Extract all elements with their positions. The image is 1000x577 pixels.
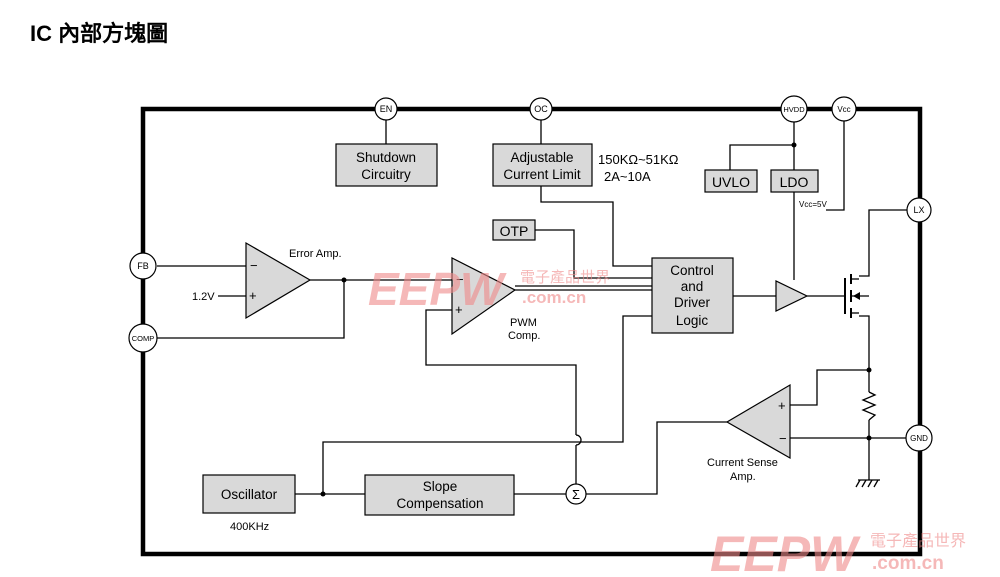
pin-en: EN xyxy=(374,97,398,121)
svg-text:Logic: Logic xyxy=(676,313,709,328)
svg-text:EEPW: EEPW xyxy=(710,526,861,577)
current-sense-label-2: Amp. xyxy=(730,471,756,483)
error-amp-label: Error Amp. xyxy=(289,248,342,260)
svg-text:FB: FB xyxy=(137,261,149,271)
pin-comp: COMP xyxy=(128,323,158,353)
svg-text:GND: GND xyxy=(910,434,928,443)
control-driver-logic-block: Control and Driver Logic xyxy=(651,257,734,334)
gate-driver-buffer xyxy=(775,280,809,312)
svg-text:LDO: LDO xyxy=(780,174,809,190)
svg-text:Σ: Σ xyxy=(572,487,580,502)
svg-text:Circuitry: Circuitry xyxy=(361,167,411,182)
svg-text:−: − xyxy=(779,431,787,446)
resistor-range-label: 150KΩ~51KΩ xyxy=(598,152,679,167)
svg-text:Driver: Driver xyxy=(674,295,711,310)
svg-text:−: − xyxy=(456,272,464,287)
summing-node: Σ xyxy=(565,483,587,505)
pin-oc: OC xyxy=(529,97,553,121)
svg-text:電子產品世界: 電子產品世界 xyxy=(520,269,610,286)
sense-resistor xyxy=(861,391,877,421)
pin-fb: FB xyxy=(129,252,157,280)
svg-text:Shutdown: Shutdown xyxy=(356,150,416,165)
svg-text:Control: Control xyxy=(670,263,714,278)
shutdown-block: Shutdown Circuitry xyxy=(335,143,438,187)
svg-text:LX: LX xyxy=(913,205,924,215)
svg-text:COMP: COMP xyxy=(132,334,155,343)
mosfet xyxy=(844,274,869,318)
current-sense-amplifier: + − xyxy=(725,383,791,460)
slope-compensation-block: Slope Compensation xyxy=(364,474,515,516)
current-range-label: 2A~10A xyxy=(604,169,651,184)
pwm-comp-label-2: Comp. xyxy=(508,330,540,342)
svg-text:Adjustable: Adjustable xyxy=(510,150,573,165)
svg-text:and: and xyxy=(681,279,704,294)
wires xyxy=(157,118,907,495)
svg-text:.com.cn: .com.cn xyxy=(872,553,944,574)
svg-text:+: + xyxy=(249,288,257,303)
pin-hvdd: HVDD xyxy=(780,95,808,123)
page-title: IC 內部方塊圖 xyxy=(30,21,169,46)
svg-text:.com.cn: .com.cn xyxy=(522,288,586,307)
error-amplifier: − + xyxy=(245,241,312,320)
svg-text:Slope: Slope xyxy=(423,479,458,494)
ldo-block: LDO xyxy=(770,169,819,193)
oscillator-block: Oscillator xyxy=(202,474,296,514)
adjustable-current-limit-block: Adjustable Current Limit xyxy=(492,143,593,187)
svg-text:−: − xyxy=(250,258,258,273)
pwm-comp-label-1: PWM xyxy=(510,317,537,329)
svg-text:EN: EN xyxy=(380,104,393,114)
pwm-comparator: − + xyxy=(451,257,517,336)
svg-text:Oscillator: Oscillator xyxy=(221,487,278,502)
current-sense-label-1: Current Sense xyxy=(707,457,778,469)
pin-lx: LX xyxy=(906,197,932,223)
svg-text:Compensation: Compensation xyxy=(396,496,483,511)
uvlo-block: UVLO xyxy=(704,169,758,193)
svg-text:EEPW: EEPW xyxy=(368,263,507,315)
oscillator-frequency-label: 400KHz xyxy=(230,521,269,533)
watermark-bottom-right: EEPW 電子產品世界 .com.cn xyxy=(710,526,966,577)
svg-text:HVDD: HVDD xyxy=(783,105,805,114)
svg-text:+: + xyxy=(455,302,463,317)
vcc5-label: Vcc=5V xyxy=(799,200,827,209)
svg-text:Vcc: Vcc xyxy=(837,105,850,114)
svg-text:UVLO: UVLO xyxy=(712,174,750,190)
svg-text:電子產品世界: 電子產品世界 xyxy=(870,532,966,550)
svg-text:OTP: OTP xyxy=(500,223,529,239)
otp-block: OTP xyxy=(492,219,536,241)
watermark-center: EEPW 電子產品世界 .com.cn xyxy=(368,263,610,315)
svg-text:+: + xyxy=(778,398,786,413)
pin-vcc: Vcc xyxy=(831,96,857,122)
pin-gnd: GND xyxy=(905,424,933,452)
svg-text:Current Limit: Current Limit xyxy=(503,167,581,182)
svg-text:OC: OC xyxy=(534,104,548,114)
vref-label: 1.2V xyxy=(192,291,215,303)
ground-symbol xyxy=(855,479,880,488)
